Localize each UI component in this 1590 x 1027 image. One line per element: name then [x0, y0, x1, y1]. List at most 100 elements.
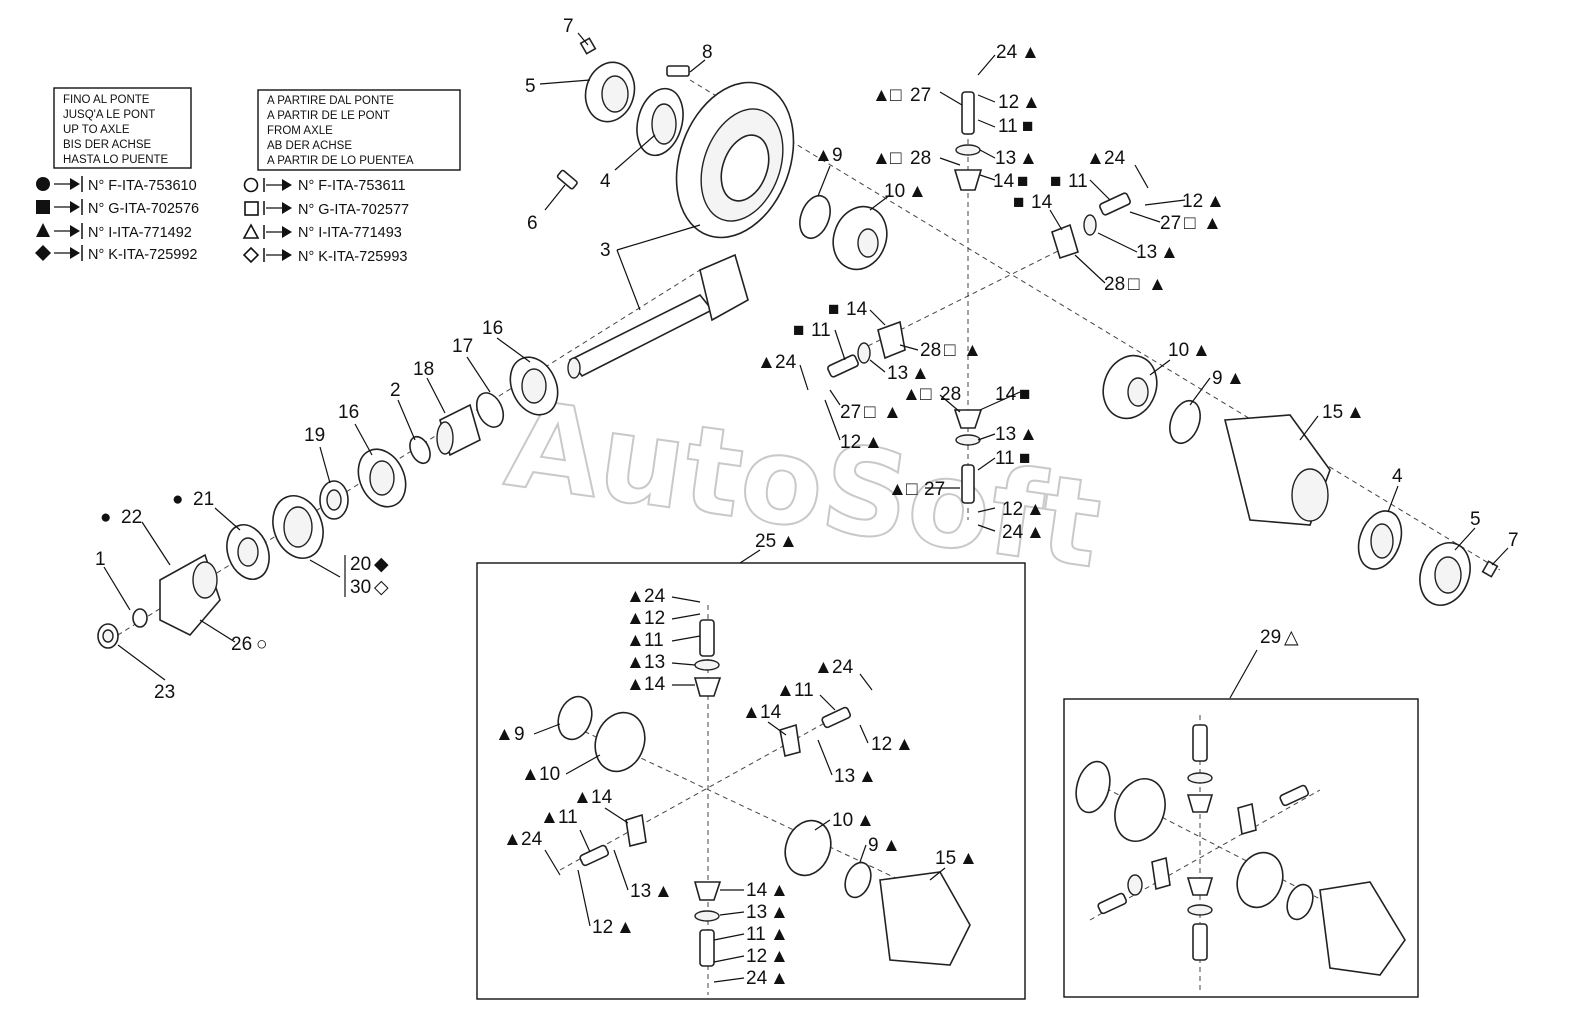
symbol-open-square: □: [864, 402, 876, 423]
symbol-triangle: ▲: [1026, 499, 1045, 520]
inset-25-frame: [476, 562, 1026, 1000]
symbol-triangle: ▲: [888, 479, 907, 500]
symbol-square: ■: [1019, 448, 1030, 469]
bearing-4-b: [1357, 510, 1403, 570]
symbol-filled-circle: ●: [172, 489, 183, 510]
callout-11: 11: [995, 448, 1015, 469]
legend-right-line: FROM AXLE: [267, 125, 333, 137]
arrow-icon: [282, 226, 292, 238]
side-gear-10-b: [1102, 354, 1158, 420]
symbol-triangle: ▲: [626, 652, 645, 673]
symbol-square: ■: [1050, 171, 1061, 192]
symbol-triangle: ▲: [1160, 242, 1179, 263]
callout-12: 12: [644, 608, 665, 629]
callout-10: 10: [1168, 340, 1189, 361]
callout-7: 7: [563, 16, 574, 37]
pinion-14-top: [953, 91, 983, 191]
callout-9: 9: [832, 145, 843, 166]
legend-up-to-axle: FINO AL PONTE JUSQ'A LE PONT UP TO AXLE …: [35, 87, 199, 263]
shim-2: [409, 435, 431, 465]
shim-9-b: [1169, 399, 1201, 445]
symbol-triangle: ▲: [495, 724, 514, 745]
pinion-axis: [109, 269, 701, 641]
callout-1: 1: [95, 549, 106, 570]
symbol-open-square: □: [920, 384, 932, 405]
legend-left-code: N° I-ITA-771492: [88, 225, 192, 241]
callouts-main: 7 8 5 4 6 3 16 17 18 2 16 19 ● 21 ● 22 1…: [95, 16, 1519, 703]
legend-from-axle: A PARTIRE DAL PONTE A PARTIR DE LE PONT …: [242, 89, 461, 265]
callout-26: 26: [231, 634, 252, 655]
symbol-filled-diamond: ◆: [374, 554, 389, 575]
callout-4: 4: [1392, 466, 1403, 487]
symbol-square: ■: [1013, 192, 1024, 213]
callout-14: 14: [995, 384, 1017, 405]
callout-24: 24: [746, 968, 768, 989]
symbol-triangle: ▲: [654, 881, 673, 902]
diff-case-15: [1223, 414, 1331, 526]
symbol-open-circle: ○: [256, 634, 267, 655]
washer-21: [226, 524, 270, 580]
callout-24: 24: [1104, 148, 1126, 169]
pinion-14-left: [827, 320, 906, 378]
symbol-triangle: ▲: [757, 352, 776, 373]
nut-23: [97, 623, 119, 649]
adjuster-ring-5-b: [1419, 542, 1471, 606]
callout-3: 3: [600, 240, 611, 261]
legend-left-line: JUSQ'A LE PONT: [63, 109, 155, 121]
symbol-triangle: ▲: [963, 340, 982, 361]
callout-28: 28: [1104, 274, 1125, 295]
callout-24: 24: [775, 352, 797, 373]
symbol-triangle: ▲: [908, 181, 927, 202]
symbol-filled-circle: ●: [100, 507, 111, 528]
symbol-triangle: ▲: [626, 586, 645, 607]
symbol-triangle: ▲: [1148, 274, 1167, 295]
callout-11: 11: [794, 680, 814, 701]
symbol-open-square: □: [890, 148, 902, 169]
inset-29-differential: [1063, 698, 1419, 998]
callout-25: 25: [755, 531, 776, 552]
legend-left-code: N° K-ITA-725992: [88, 247, 198, 263]
callout-12: 12: [871, 734, 892, 755]
callout-11: 11: [558, 807, 578, 828]
open-square-icon: [244, 201, 259, 216]
legend-right-code: N° I-ITA-771493: [298, 225, 402, 241]
callout-27: 27: [840, 402, 861, 423]
symbol-triangle: ▲: [814, 657, 833, 678]
callout-24: 24: [644, 586, 666, 607]
symbol-triangle: ▲: [1203, 213, 1222, 234]
open-diamond-icon: [242, 246, 260, 264]
carrier-axis: [689, 79, 1501, 571]
callout-14: 14: [993, 171, 1015, 192]
callout-13: 13: [630, 881, 651, 902]
symbol-triangle: ▲: [770, 968, 789, 989]
symbol-triangle: ▲: [503, 829, 522, 850]
symbol-triangle: ▲: [626, 608, 645, 629]
legend-right-line: A PARTIRE DAL PONTE: [267, 95, 394, 107]
legend-right-code: N° F-ITA-753611: [298, 178, 406, 194]
legend-right-line: A PARTIR DE LE PONT: [267, 110, 390, 122]
callout-12: 12: [998, 92, 1019, 113]
legend-left-line: HASTA LO PUENTE: [63, 154, 169, 166]
symbol-triangle: ▲: [1086, 148, 1105, 169]
callout-13: 13: [995, 424, 1016, 445]
symbol-triangle: ▲: [959, 848, 978, 869]
symbol-triangle: ▲: [902, 384, 921, 405]
callout-28: 28: [940, 384, 961, 405]
symbol-square: ■: [828, 299, 839, 320]
legend-left-code: N° F-ITA-753610: [88, 178, 197, 194]
symbol-triangle: ▲: [1192, 340, 1211, 361]
symbol-open-square: □: [1128, 274, 1140, 295]
symbol-triangle: ▲: [1021, 42, 1040, 63]
symbol-square: ■: [793, 320, 804, 341]
callout-24: 24: [996, 42, 1018, 63]
callout-9: 9: [1212, 368, 1223, 389]
callout-14: 14: [746, 880, 768, 901]
pinion-14-right: [1051, 192, 1131, 260]
arrow-icon: [282, 179, 292, 191]
filled-triangle-icon: [36, 223, 50, 237]
callout-11: 11: [811, 320, 831, 341]
callout-28: 28: [910, 148, 931, 169]
callout-29: 29: [1260, 627, 1281, 648]
symbol-square: ■: [1017, 171, 1028, 192]
callout-11: 11: [998, 116, 1018, 137]
